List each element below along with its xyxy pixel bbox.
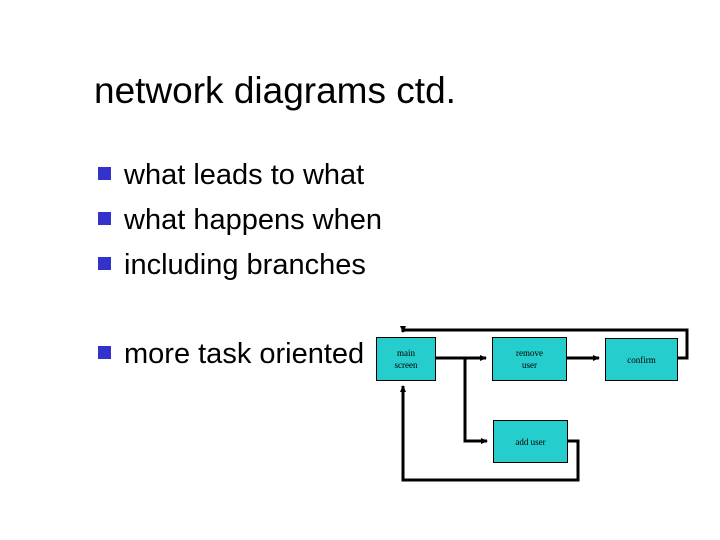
flow-node-remove-user[interactable]: remove user bbox=[492, 337, 567, 381]
flow-node-label: remove user bbox=[514, 347, 545, 371]
page-title: network diagrams ctd. bbox=[94, 70, 456, 111]
flow-node-label: main screen bbox=[393, 347, 420, 371]
bullet-list: what leads to what what happens when inc… bbox=[98, 158, 518, 382]
bullet-square-icon bbox=[98, 346, 111, 359]
edge-add-to-main bbox=[400, 385, 580, 482]
bullet-square-icon bbox=[98, 212, 111, 225]
flow-node-confirm[interactable]: confirm bbox=[605, 338, 678, 381]
flow-node-label-line2: screen bbox=[394, 360, 418, 370]
flow-node-label-line1: remove bbox=[516, 348, 543, 358]
edge-confirm-to-main bbox=[400, 326, 689, 360]
edge-main-to-add bbox=[463, 358, 488, 444]
list-item-label: what leads to what bbox=[124, 159, 365, 191]
list-item: including branches bbox=[98, 248, 518, 293]
list-item-label: more task oriented bbox=[124, 338, 365, 370]
flow-node-add-user[interactable]: add user bbox=[493, 420, 568, 463]
flow-node-label-line2: user bbox=[522, 360, 537, 370]
flow-node-label: confirm bbox=[627, 354, 656, 365]
list-item: what leads to what bbox=[98, 158, 518, 203]
bullet-square-icon bbox=[98, 257, 111, 270]
bullet-square-icon bbox=[98, 167, 111, 180]
list-item: what happens when bbox=[98, 203, 518, 248]
flow-node-main-screen[interactable]: main screen bbox=[376, 337, 436, 381]
flow-node-label-line1: main bbox=[396, 348, 415, 358]
list-item-label: including branches bbox=[124, 249, 366, 281]
list-item: more task oriented bbox=[98, 337, 518, 382]
list-item-label: what happens when bbox=[124, 204, 382, 236]
flow-node-label: add user bbox=[515, 436, 546, 447]
